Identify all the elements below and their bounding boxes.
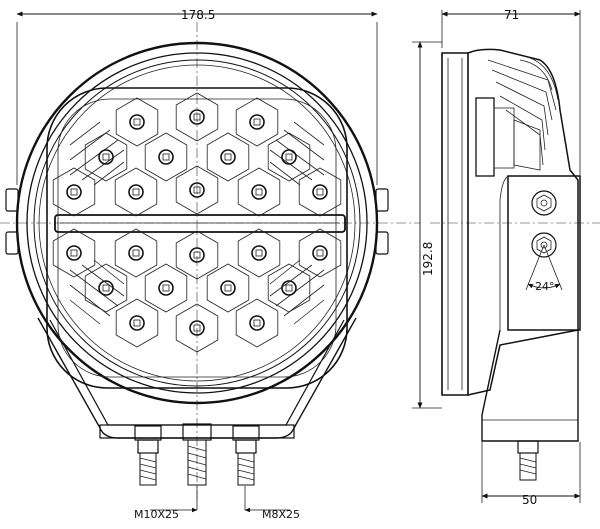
led-reflector-cell bbox=[235, 298, 279, 348]
led-reflector-cell bbox=[175, 303, 219, 353]
led-reflector-cell bbox=[237, 167, 281, 217]
led-emitter bbox=[66, 184, 82, 200]
led-chip bbox=[316, 188, 324, 196]
led-reflector-cell bbox=[175, 165, 219, 215]
led-reflector-cell bbox=[206, 132, 250, 182]
cooling-fins bbox=[487, 57, 559, 166]
led-chip bbox=[70, 249, 78, 257]
led-emitter bbox=[249, 315, 265, 331]
led-emitter bbox=[128, 245, 144, 261]
bolt-label-m10: M10X25 bbox=[134, 508, 179, 521]
led-emitter bbox=[251, 184, 267, 200]
led-chip bbox=[193, 324, 201, 332]
led-chip bbox=[133, 319, 141, 327]
dim-tilt-angle: 24° bbox=[535, 280, 555, 293]
led-chip bbox=[255, 249, 263, 257]
led-emitter bbox=[249, 114, 265, 130]
led-emitter bbox=[312, 184, 328, 200]
front-view: M10X25 M8X25 178.5 bbox=[0, 8, 420, 521]
led-reflector-cell bbox=[114, 167, 158, 217]
led-emitter bbox=[220, 280, 236, 296]
led-chip bbox=[255, 188, 263, 196]
led-emitter bbox=[66, 245, 82, 261]
led-chip bbox=[162, 153, 170, 161]
led-emitter bbox=[251, 245, 267, 261]
led-reflector-cell bbox=[235, 97, 279, 147]
dim-front-width: 178.5 bbox=[181, 8, 215, 22]
led-chip bbox=[133, 118, 141, 126]
led-emitter bbox=[189, 247, 205, 263]
led-emitter bbox=[312, 245, 328, 261]
led-reflector-cell bbox=[298, 228, 342, 278]
led-chip bbox=[285, 153, 293, 161]
led-reflector-cell bbox=[115, 298, 159, 348]
led-emitter bbox=[128, 184, 144, 200]
led-chip bbox=[253, 118, 261, 126]
led-reflector-cell bbox=[114, 228, 158, 278]
led-emitter bbox=[158, 149, 174, 165]
led-reflector-cell bbox=[84, 263, 128, 313]
led-reflector-cell bbox=[206, 263, 250, 313]
led-emitter bbox=[158, 280, 174, 296]
led-chip bbox=[193, 186, 201, 194]
led-reflector-cell bbox=[144, 132, 188, 182]
led-chip bbox=[162, 284, 170, 292]
led-emitter bbox=[220, 149, 236, 165]
led-reflector-cell bbox=[298, 167, 342, 217]
dim-bracket-width: 50 bbox=[522, 493, 537, 507]
led-chip bbox=[193, 251, 201, 259]
led-chip bbox=[224, 284, 232, 292]
led-emitter bbox=[129, 114, 145, 130]
led-emitter bbox=[189, 109, 205, 125]
led-reflector-cell bbox=[84, 132, 128, 182]
led-emitter bbox=[281, 280, 297, 296]
led-chip bbox=[132, 249, 140, 257]
led-reflector-cell bbox=[175, 230, 219, 280]
led-reflector-cell bbox=[115, 97, 159, 147]
side-view: 24° 71 192.8 50 bbox=[412, 8, 600, 507]
led-chip bbox=[132, 188, 140, 196]
led-chip bbox=[285, 284, 293, 292]
led-reflector-cell bbox=[267, 263, 311, 313]
adjustment-bolts bbox=[531, 190, 557, 258]
led-chip bbox=[316, 249, 324, 257]
led-reflector-cell bbox=[52, 167, 96, 217]
led-emitter bbox=[281, 149, 297, 165]
led-emitter bbox=[189, 182, 205, 198]
mounting-bolt-icon bbox=[134, 423, 260, 486]
led-emitter bbox=[98, 149, 114, 165]
led-chip bbox=[224, 153, 232, 161]
heat-rib-pattern bbox=[69, 121, 325, 325]
led-reflector-cell bbox=[237, 228, 281, 278]
dim-side-depth: 71 bbox=[504, 8, 519, 22]
led-reflector-cell bbox=[175, 92, 219, 142]
led-chip bbox=[253, 319, 261, 327]
led-reflector-cell bbox=[144, 263, 188, 313]
led-cells bbox=[52, 92, 342, 353]
led-emitter bbox=[189, 320, 205, 336]
led-chip bbox=[70, 188, 78, 196]
led-reflector-cell bbox=[52, 228, 96, 278]
led-chip bbox=[102, 284, 110, 292]
led-chip bbox=[102, 153, 110, 161]
led-emitter bbox=[98, 280, 114, 296]
led-chip bbox=[193, 113, 201, 121]
bolt-label-m8: M8X25 bbox=[262, 508, 300, 521]
dim-height: 192.8 bbox=[421, 242, 435, 276]
led-emitter bbox=[129, 315, 145, 331]
led-reflector-cell bbox=[267, 132, 311, 182]
